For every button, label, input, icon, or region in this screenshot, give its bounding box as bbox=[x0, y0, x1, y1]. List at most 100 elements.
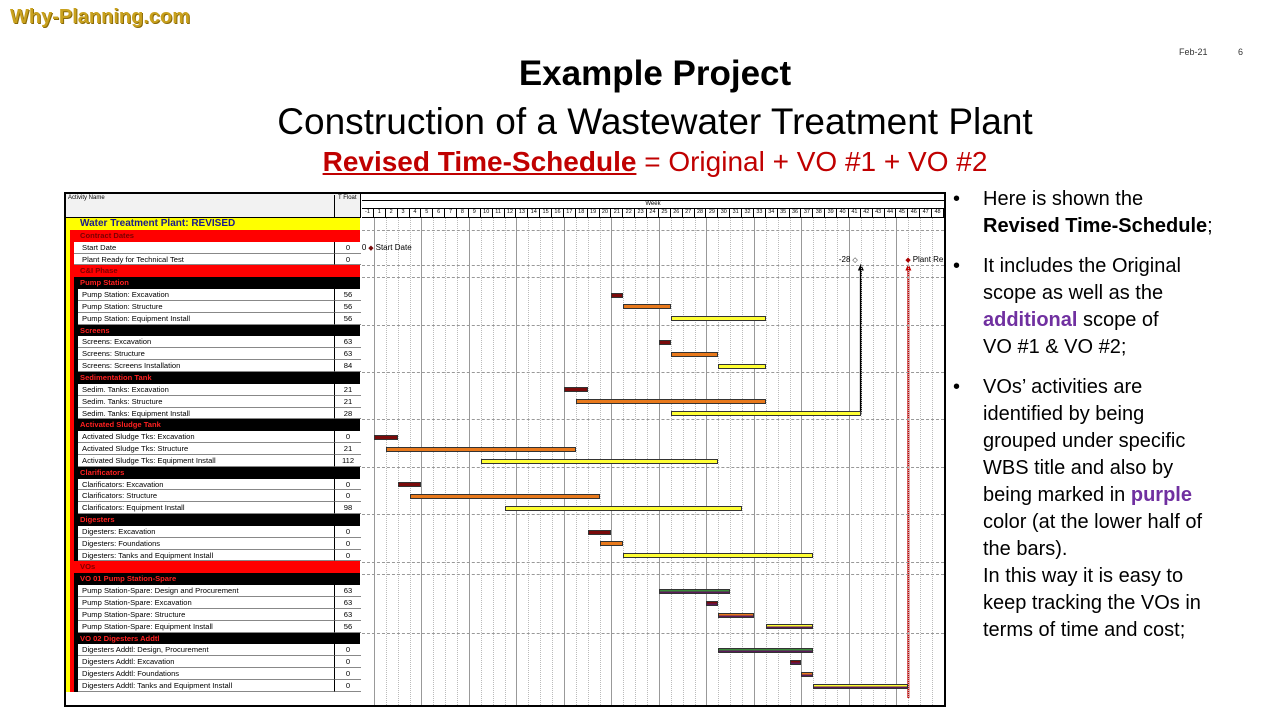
gantt-bar bbox=[563, 387, 588, 393]
wbs-indent-strip bbox=[70, 668, 74, 680]
week-24: 24 bbox=[647, 208, 659, 217]
total-float: 0 bbox=[334, 431, 361, 444]
wbs-indent-strip bbox=[70, 383, 74, 396]
wbs-indent-strip bbox=[66, 644, 70, 657]
week-32: 32 bbox=[742, 208, 754, 217]
bullet-line: VO #1 & VO #2; bbox=[983, 334, 1273, 361]
week-33: 33 bbox=[754, 208, 766, 217]
wbs-indent-strip bbox=[74, 549, 78, 562]
wbs-indent-strip bbox=[66, 443, 70, 455]
activity-name: Activated Sludge Tks: Excavation bbox=[78, 431, 334, 444]
wbs-indent-strip bbox=[70, 360, 74, 372]
bullet-text: being marked in bbox=[983, 484, 1131, 506]
bullet-line: Here is shown the bbox=[983, 186, 1273, 213]
bullet-line: It includes the Original bbox=[983, 253, 1273, 280]
week-9: 9 bbox=[469, 208, 481, 217]
wbs-indent-strip bbox=[66, 241, 70, 254]
wbs-indent-strip bbox=[70, 514, 74, 526]
bullet-text: purple bbox=[1130, 484, 1192, 506]
wbs-indent-strip bbox=[70, 585, 74, 597]
bullet-text: grouped under specific bbox=[983, 430, 1186, 452]
bullet-text: additional bbox=[983, 309, 1078, 331]
activity-name: Screens: Structure bbox=[78, 348, 334, 361]
baseline-milestone: -28 ◇ bbox=[839, 255, 858, 266]
wbs-indent-strip bbox=[66, 656, 70, 669]
week-47: 47 bbox=[920, 208, 933, 217]
gantt-bar bbox=[587, 529, 612, 535]
week-28: 28 bbox=[695, 208, 707, 217]
activity-name: Digesters: Excavation bbox=[78, 525, 334, 538]
wbs-indent-strip bbox=[70, 608, 74, 621]
week-gridline bbox=[457, 218, 459, 705]
gantt-bar bbox=[670, 351, 719, 357]
total-float: 0 bbox=[334, 253, 361, 266]
wbs-indent-strip bbox=[74, 585, 78, 597]
bullet-text: VO #1 & VO #2; bbox=[983, 336, 1127, 358]
activity-name: Pump Station bbox=[74, 277, 360, 290]
activity-name: C&I Phase bbox=[70, 265, 360, 278]
wbs-indent-strip bbox=[66, 348, 70, 361]
week-38: 38 bbox=[813, 208, 826, 217]
week-34: 34 bbox=[766, 208, 778, 217]
gantt-bar bbox=[670, 411, 861, 417]
group-divider bbox=[362, 277, 944, 279]
week-35: 35 bbox=[778, 208, 790, 217]
week-gridline bbox=[848, 218, 850, 705]
bullet-line: color (at the lower half of bbox=[983, 509, 1273, 536]
total-float: 63 bbox=[334, 336, 361, 349]
bullet-line: In this way it is easy to bbox=[983, 563, 1273, 590]
week-27: 27 bbox=[683, 208, 695, 217]
milestone-float: -28 bbox=[838, 254, 851, 264]
wbs-indent-strip bbox=[66, 431, 70, 444]
activity-name: VOs bbox=[70, 561, 360, 574]
wbs-indent-strip bbox=[74, 597, 78, 609]
gantt-bar bbox=[813, 683, 909, 689]
week-gridline bbox=[753, 218, 755, 705]
total-float: 0 bbox=[334, 549, 361, 562]
week-gridline bbox=[730, 218, 732, 705]
week-43: 43 bbox=[873, 208, 885, 217]
week-6: 6 bbox=[433, 208, 446, 217]
wbs-indent-strip bbox=[70, 324, 74, 337]
week-gridline bbox=[718, 218, 720, 705]
wbs-indent-strip bbox=[70, 490, 74, 503]
gantt-bar bbox=[718, 648, 814, 654]
wbs-indent-strip bbox=[66, 300, 70, 313]
total-float: 112 bbox=[334, 454, 361, 467]
week-22: 22 bbox=[623, 208, 636, 217]
week-4: 4 bbox=[410, 208, 422, 217]
bullet-text: color (at the lower half of bbox=[983, 511, 1202, 533]
total-float: 0 bbox=[334, 241, 361, 254]
week-45: 45 bbox=[896, 208, 909, 217]
activity-name: Sedimentation Tank bbox=[74, 371, 360, 384]
week-gridline bbox=[445, 218, 447, 705]
wbs-indent-strip bbox=[74, 478, 78, 491]
activity-name: VO 02 Digesters Addtl bbox=[74, 632, 360, 645]
wbs-indent-strip bbox=[66, 620, 70, 633]
timeline-header-top bbox=[362, 194, 944, 201]
wbs-indent-strip bbox=[70, 632, 74, 645]
gantt-chart: Activity Name T Float Water Treatment Pl… bbox=[64, 192, 946, 707]
week-gridline bbox=[789, 218, 791, 705]
activity-name: Digesters Addtl: Foundations bbox=[78, 668, 334, 680]
bullet-text: identified by being bbox=[983, 403, 1145, 425]
week-3: 3 bbox=[398, 208, 410, 217]
wbs-indent-strip bbox=[66, 585, 70, 597]
week-gridline bbox=[765, 218, 767, 705]
bullet-line: terms of time and cost; bbox=[983, 617, 1273, 644]
activity-name: Digesters bbox=[74, 514, 360, 526]
week-gridline bbox=[920, 218, 922, 705]
diamond-outline-icon: ◇ bbox=[850, 256, 858, 264]
gantt-bar bbox=[373, 434, 398, 440]
wbs-indent-strip bbox=[66, 395, 70, 408]
wbs-indent-strip bbox=[70, 277, 74, 290]
bullet-line: additional scope of bbox=[983, 307, 1273, 334]
